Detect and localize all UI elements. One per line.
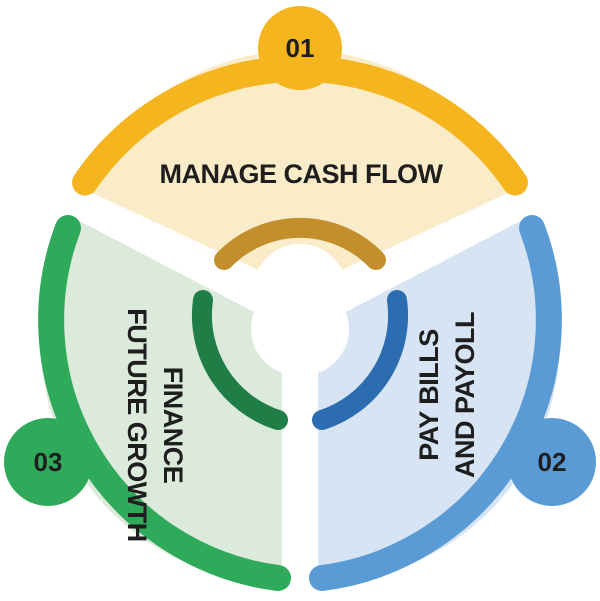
segment-03: 03 FINANCE FUTURE GROWTH: [4, 215, 291, 591]
segment-02-label-line-1: PAY BILLS: [414, 329, 444, 461]
segment-02: 02 PAY BILLS AND PAYOLL: [309, 215, 596, 591]
segment-02-label-line-2: AND PAYOLL: [450, 312, 480, 478]
segment-01-label: MANAGE CASH FLOW: [160, 159, 444, 189]
segment-02-number-badge: [508, 418, 596, 506]
segment-03-inner-arc: [191, 290, 288, 430]
segment-03-label-line-2: FUTURE GROWTH: [122, 308, 152, 541]
segment-01-inner-arc: [214, 217, 386, 270]
segment-02-number: 02: [538, 447, 567, 477]
segment-02-inner-arc: [312, 290, 409, 430]
segment-01: 01 MANAGE CASH FLOW: [72, 6, 528, 270]
segment-01-number-badge: [258, 6, 342, 90]
segment-03-number: 03: [34, 447, 63, 477]
segment-01-number: 01: [286, 33, 315, 63]
segment-03-number-badge: [4, 418, 92, 506]
segment-03-label-line-1: FINANCE: [158, 367, 188, 484]
